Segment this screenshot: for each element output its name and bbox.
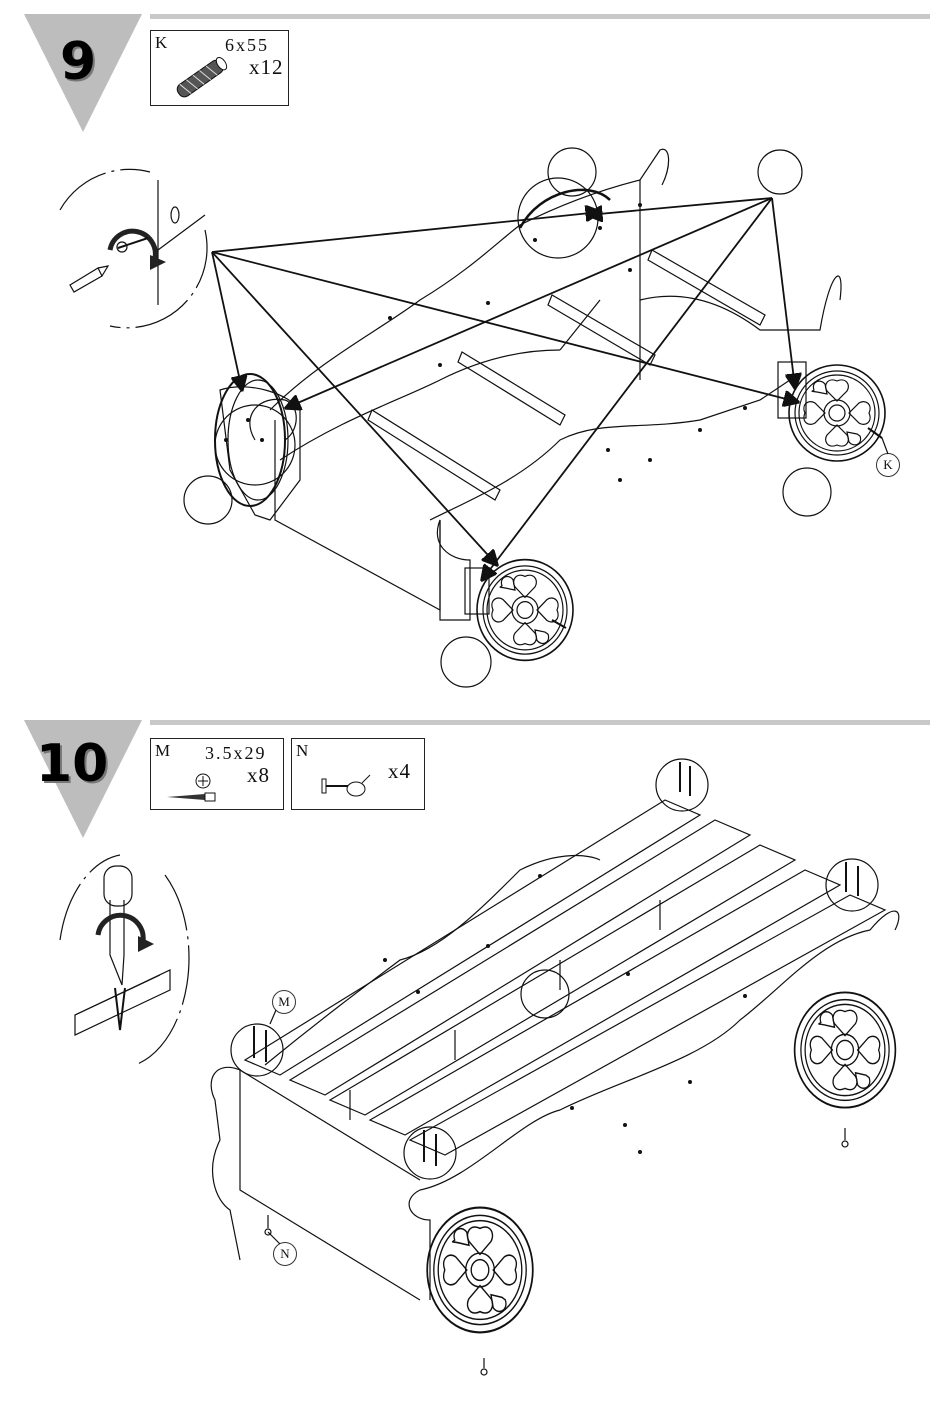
- bed-frame-step-9: [184, 148, 888, 687]
- bed-frame-step-10: [211, 759, 899, 1375]
- step-10-detail-inset: [60, 855, 189, 1065]
- step-9-detail-inset: [60, 169, 207, 327]
- assembly-arrows-step-9: [212, 198, 798, 580]
